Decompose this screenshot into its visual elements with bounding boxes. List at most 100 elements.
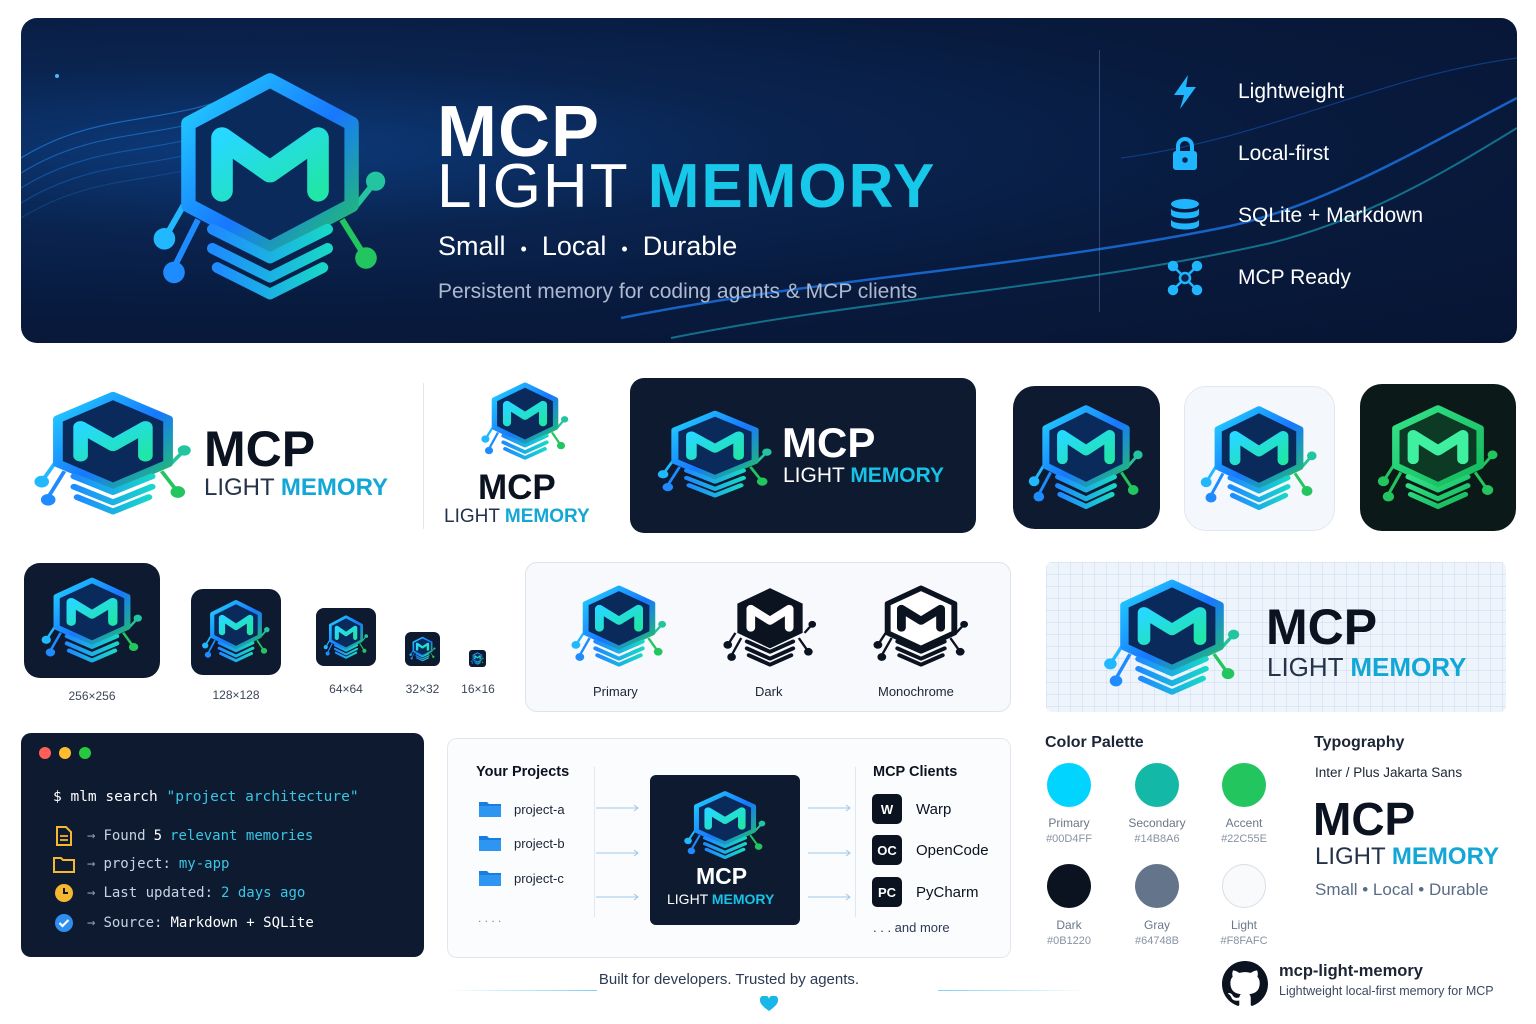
feature-lightweight: Lightweight xyxy=(1165,72,1344,112)
close-dot[interactable] xyxy=(39,747,51,759)
icon-size-64-label: 64×64 xyxy=(329,682,363,696)
icon-size-32-label: 32×32 xyxy=(405,682,440,696)
swatch-dark xyxy=(1047,864,1091,908)
variant-monochrome-mark xyxy=(872,583,970,669)
swatch-primary xyxy=(1047,763,1091,807)
swatch-secondary xyxy=(1135,763,1179,807)
arrows-out xyxy=(808,804,851,901)
project-item-a[interactable]: project-a xyxy=(478,798,565,820)
folder-icon xyxy=(479,871,501,886)
swatch-accent xyxy=(1222,763,1266,807)
logo-variants-panel: Primary Dark Monochrome xyxy=(525,562,1011,712)
logo-dark-card: MCP LIGHT MEMORY xyxy=(630,378,976,533)
hero-title-mcp: MCP xyxy=(437,92,600,172)
icon-size-128-label: 128×128 xyxy=(212,688,260,702)
feature-local-first: Local-first xyxy=(1165,134,1329,174)
variant-primary-mark xyxy=(570,583,668,669)
github-repo-description: Lightweight local-first memory for MCP xyxy=(1279,984,1494,998)
logo-horizontal-light-memory: LIGHT MEMORY xyxy=(204,474,389,501)
logo-grid-light-memory: LIGHT MEMORY xyxy=(1267,652,1467,682)
projects-more: . . . . xyxy=(478,911,502,925)
logo-dark-card-mcp: MCP xyxy=(782,419,876,466)
hero-banner: MCP LIGHT MEMORY Small • Local • Durable… xyxy=(21,18,1517,343)
terminal-line-updated: → Last updated: 2 days ago xyxy=(53,882,305,904)
logo-stacked-mark xyxy=(480,380,570,462)
minimize-dot[interactable] xyxy=(59,747,71,759)
github-icon[interactable] xyxy=(1222,961,1268,1007)
folder-icon xyxy=(53,853,75,875)
tagline: Built for developers. Trusted by agents. xyxy=(598,971,860,988)
feature-mcp-ready: MCP Ready xyxy=(1165,258,1351,298)
database-icon xyxy=(1165,196,1205,236)
variant-dark-mark xyxy=(722,583,818,669)
clients-more: . . . and more xyxy=(873,920,950,935)
folder-icon xyxy=(479,836,501,851)
terminal-window: $ mlm search "project architecture" → Fo… xyxy=(21,733,424,957)
projects-heading: Your Projects xyxy=(476,764,570,780)
icon-size-256-label: 256×256 xyxy=(68,689,116,703)
github-repo-name[interactable]: mcp-light-memory xyxy=(1279,962,1423,980)
flow-center-logo: MCP LIGHT MEMORY xyxy=(650,775,800,925)
clock-icon xyxy=(53,882,75,904)
folder-icon xyxy=(479,802,501,817)
client-opencode[interactable]: OC OpenCode xyxy=(872,835,989,865)
heart-icon xyxy=(760,996,778,1011)
client-warp[interactable]: W Warp xyxy=(872,794,951,824)
logo-horizontal-mark xyxy=(32,388,194,518)
project-item-b[interactable]: project-b xyxy=(478,832,565,854)
hero-divider xyxy=(1099,50,1100,312)
maximize-dot[interactable] xyxy=(79,747,91,759)
typography-sample-light-memory: LIGHT MEMORY xyxy=(1315,843,1500,870)
app-icon-dark xyxy=(1013,386,1160,529)
terminal-command: $ mlm search "project architecture" xyxy=(53,789,359,805)
logo-grid-construction: MCP LIGHT MEMORY xyxy=(1046,562,1506,712)
check-circle-icon xyxy=(53,912,75,934)
hero-logo-mark xyxy=(125,66,415,306)
logo-stacked-mcp: MCP xyxy=(478,468,556,507)
icon-size-64 xyxy=(316,608,376,666)
typography-fonts: Inter / Plus Jakarta Sans xyxy=(1315,765,1463,780)
app-icon-green xyxy=(1360,384,1516,531)
lock-icon xyxy=(1165,134,1205,174)
typography-sample-mcp: MCP xyxy=(1313,793,1416,845)
logo-stacked-light-memory: LIGHT MEMORY xyxy=(444,506,590,527)
icon-size-32 xyxy=(405,632,440,666)
variant-monochrome-label: Monochrome xyxy=(878,684,954,699)
app-icon-light xyxy=(1184,386,1335,531)
typography-heading: Typography xyxy=(1314,734,1405,751)
variant-primary-label: Primary xyxy=(593,684,638,699)
hero-title-light-memory: LIGHT MEMORY xyxy=(437,152,937,221)
icon-size-16-label: 16×16 xyxy=(461,682,495,696)
arrows-in xyxy=(596,804,639,901)
icon-size-128 xyxy=(191,589,281,675)
typography-sample-tags: Small • Local • Durable xyxy=(1315,880,1489,899)
clients-heading: MCP Clients xyxy=(873,764,958,780)
terminal-line-source: → Source: Markdown + SQLite xyxy=(53,912,314,934)
logo-divider xyxy=(423,383,424,529)
feature-sqlite-markdown: SQLite + Markdown xyxy=(1165,196,1423,236)
hero-tags: Small • Local • Durable xyxy=(438,231,738,261)
swatch-gray xyxy=(1135,864,1179,908)
swatch-light xyxy=(1222,864,1266,908)
icon-size-16 xyxy=(469,650,486,667)
integration-diagram: Your Projects project-a project-b projec… xyxy=(447,738,1011,958)
project-item-c[interactable]: project-c xyxy=(478,867,564,889)
opencode-icon: OC xyxy=(872,835,902,865)
network-icon xyxy=(1165,258,1205,298)
terminal-line-found: → Found 5 relevant memories xyxy=(53,825,313,847)
logo-dark-card-light-memory: LIGHT MEMORY xyxy=(783,464,945,487)
palette-heading: Color Palette xyxy=(1045,734,1144,751)
wave-decoration xyxy=(21,57,1517,339)
logo-grid-mark xyxy=(1102,576,1242,698)
logo-horizontal-mcp: MCP xyxy=(204,421,316,477)
client-pycharm[interactable]: PC PyCharm xyxy=(872,877,979,907)
icon-size-256 xyxy=(24,563,160,678)
pycharm-icon: PC xyxy=(872,877,902,907)
warp-icon: W xyxy=(872,794,902,824)
hero-subtitle: Persistent memory for coding agents & MC… xyxy=(438,280,918,303)
terminal-line-project: → project: my-app xyxy=(53,853,229,875)
document-icon xyxy=(53,825,75,847)
variant-dark-label: Dark xyxy=(755,684,783,699)
logo-grid-mcp: MCP xyxy=(1266,599,1378,655)
lightning-icon xyxy=(1165,72,1205,112)
